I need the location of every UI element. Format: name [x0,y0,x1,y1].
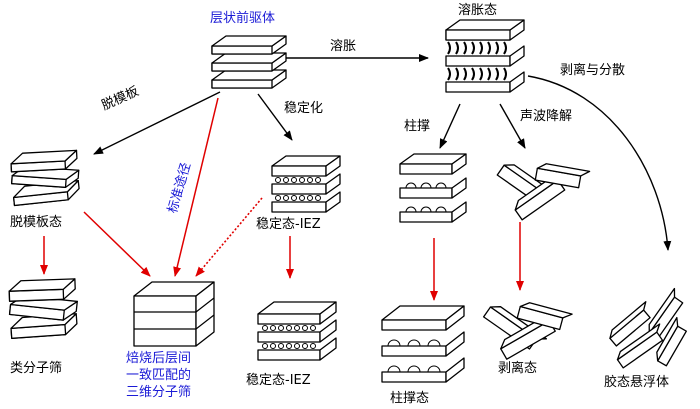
arrow-detemplating [93,91,221,155]
exfoliated-mid-icon [496,163,591,221]
precursor-stack-icon [211,35,287,89]
arrow-sonication [499,103,526,149]
swollen-stack-icon [445,19,525,93]
label-stabilization: 稳定化 [284,100,323,116]
label-calcined-3d-line2: 一致匹配的 [126,367,191,383]
label-pillared: 柱撑态 [390,391,429,406]
arrow-stabilization [257,93,293,141]
label-calcined-3d-line3: 三维分子筛 [126,385,191,400]
arrow-standard-route [173,97,219,277]
molecular-sieve-like-icon [8,278,78,339]
arrow-exfoliation-dispersion [527,75,672,251]
label-detemplating: 脱模板 [100,84,142,114]
colloid-suspension-icon [609,287,687,369]
label-calcined-3d-line1: 焙烧后层间 [126,351,191,366]
label-stabilized-ieZ-top: 稳定态-IEZ [256,216,321,232]
label-swollen: 溶胀态 [458,3,497,18]
pillared-bottom-icon [381,305,465,383]
label-exfoliated: 剥离态 [498,360,537,376]
label-exfoliation-dispersion: 剥离与分散 [560,62,625,78]
label-delaminated-template: 脱模板态 [10,215,62,230]
label-standard-route: 标准途径 [164,161,194,215]
delaminated-stack-icon [10,149,80,207]
arrow-pillaring [439,103,461,149]
calcined-3d-icon [133,281,215,347]
label-pillaring: 柱撑 [404,119,430,134]
label-swelling: 溶胀 [330,39,356,54]
label-precursor: 层状前驱体 [210,10,275,26]
stabilized-ieZ-top-icon [271,155,341,213]
pillared-top-icon [399,153,467,223]
arrow-stabilized-to-3d-dotted [195,197,263,277]
label-stabilized-ieZ-bottom: 稳定态-IEZ [246,372,311,388]
stabilized-ieZ-bottom-icon [257,301,337,361]
arrow-delaminated-to-3d [83,211,151,277]
label-molecular-sieve-like: 类分子筛 [10,361,62,376]
exfoliated-bottom-icon [482,302,573,360]
label-sonication: 声波降解 [520,109,572,124]
label-colloid: 胶态悬浮体 [604,374,669,390]
